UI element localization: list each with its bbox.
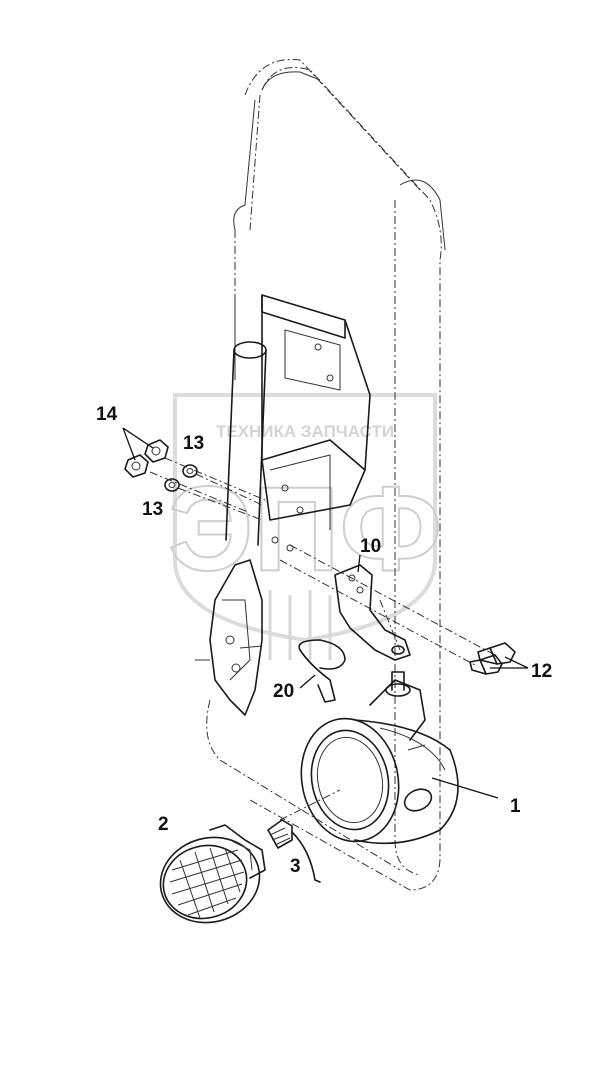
bolt-axis-lines	[279, 544, 496, 666]
work-lamp-1	[300, 671, 459, 845]
callout-10: 10	[360, 536, 381, 557]
watermark-logo-letters: ЭПФ	[168, 462, 442, 596]
hinge-bracket	[195, 559, 263, 716]
callout-14: 14	[96, 404, 118, 425]
lamp-bracket-10	[334, 564, 411, 661]
frame-guard	[206, 58, 446, 891]
callout-13-lower: 13	[142, 499, 163, 520]
mounting-plate	[261, 294, 371, 552]
vertical-tube	[225, 341, 267, 546]
cable-tie-20	[298, 639, 346, 703]
nut-14-upper	[144, 439, 169, 463]
callout-3: 3	[290, 856, 301, 877]
callout-12: 12	[531, 661, 552, 682]
nut-14-lower	[124, 454, 149, 478]
watermark-brand-text: ТЕХНИКА ЗАПЧАСТИ	[216, 422, 394, 441]
assembly-axis-lines	[149, 457, 266, 521]
leader-lines	[122, 427, 529, 799]
watermark-wheat-icon	[268, 590, 332, 660]
lamp-grille-2	[159, 824, 266, 924]
washer-13-lower	[164, 478, 180, 492]
callout-20: 20	[273, 681, 294, 702]
cable-axis-line	[279, 789, 341, 821]
bulb-3	[267, 819, 321, 883]
bolt-12-upper	[477, 642, 516, 665]
callout-1: 1	[510, 796, 521, 817]
callout-2: 2	[158, 814, 169, 835]
callout-13-upper: 13	[183, 433, 204, 454]
watermark: ТЕХНИКА ЗАПЧАСТИ ЭПФ	[167, 393, 443, 660]
